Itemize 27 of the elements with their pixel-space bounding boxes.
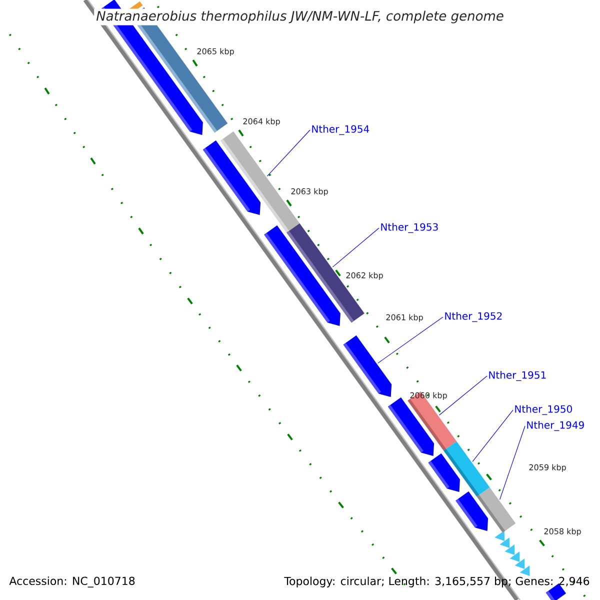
scale-label: 2060 kbp <box>410 392 447 400</box>
scale-label: 2065 kbp <box>197 48 234 56</box>
leader-line <box>438 376 488 416</box>
gene-feature <box>408 391 457 451</box>
scale-label: 2059 kbp <box>529 464 566 472</box>
gene-feature <box>444 441 490 497</box>
accession-text: Accession: NC_010718 <box>9 576 135 588</box>
leader-line <box>266 130 310 176</box>
gene-label: Nther_1950 <box>515 405 572 415</box>
title: Natranaerobius thermophilus JW/NM-WN-LF, complete genome <box>94 8 506 26</box>
leader-line <box>500 426 526 500</box>
gene-feature <box>476 487 516 533</box>
scale-label: 2063 kbp <box>291 188 328 196</box>
genome-summary-text: Topology: circular; Length: 3,165,557 bp; Genes: 2,946 <box>284 576 590 588</box>
gene-label: Nther_1951 <box>489 371 546 381</box>
gene-feature <box>286 223 364 323</box>
gene-feature <box>343 335 392 397</box>
gene-label: Nther_1952 <box>445 312 502 322</box>
leader-line <box>378 316 444 364</box>
leader-line <box>472 410 514 462</box>
leader-line <box>332 228 380 268</box>
gene-label: Nther_1954 <box>312 125 370 135</box>
scale-label: 2062 kbp <box>346 272 383 280</box>
gene-label: Nther_1949 <box>527 421 584 431</box>
scale-label: 2058 kbp <box>544 528 581 536</box>
scale-label: 2061 kbp <box>386 314 423 322</box>
gene-label: Nther_1953 <box>381 223 438 233</box>
